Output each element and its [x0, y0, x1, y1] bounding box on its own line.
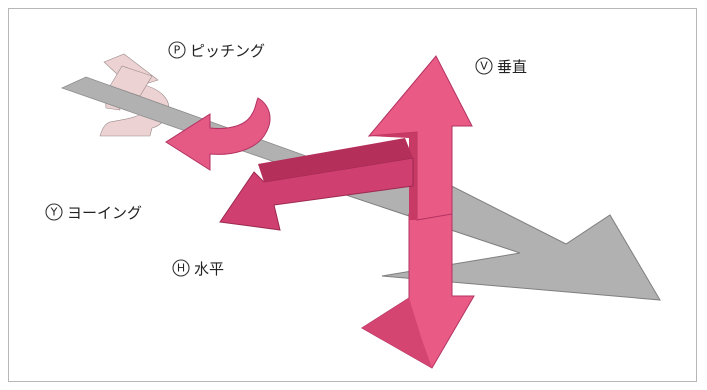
circle-badge-v	[475, 57, 493, 75]
label-pitching-letter: P	[174, 44, 181, 57]
label-yawing-text: ヨーイング	[67, 204, 142, 222]
label-horizontal-text: 水平	[194, 260, 224, 278]
label-yawing: Y ヨーイング	[45, 203, 142, 222]
circle-badge-y	[45, 203, 63, 221]
label-pitching-text: ピッチング	[190, 42, 265, 60]
label-vertical: V 垂直	[475, 57, 527, 76]
yaw-arrow	[165, 97, 271, 171]
circle-badge-p	[168, 41, 186, 59]
label-vertical-letter: V	[480, 60, 488, 73]
label-horizontal-letter: H	[177, 262, 185, 275]
label-vertical-text: 垂直	[497, 58, 527, 76]
horizontal-arrow	[219, 138, 414, 231]
label-yawing-letter: Y	[50, 206, 58, 219]
label-horizontal: H 水平	[172, 259, 224, 278]
circle-badge-h	[172, 259, 190, 277]
label-pitching: P ピッチング	[168, 41, 265, 60]
vertical-arrow	[361, 55, 475, 369]
